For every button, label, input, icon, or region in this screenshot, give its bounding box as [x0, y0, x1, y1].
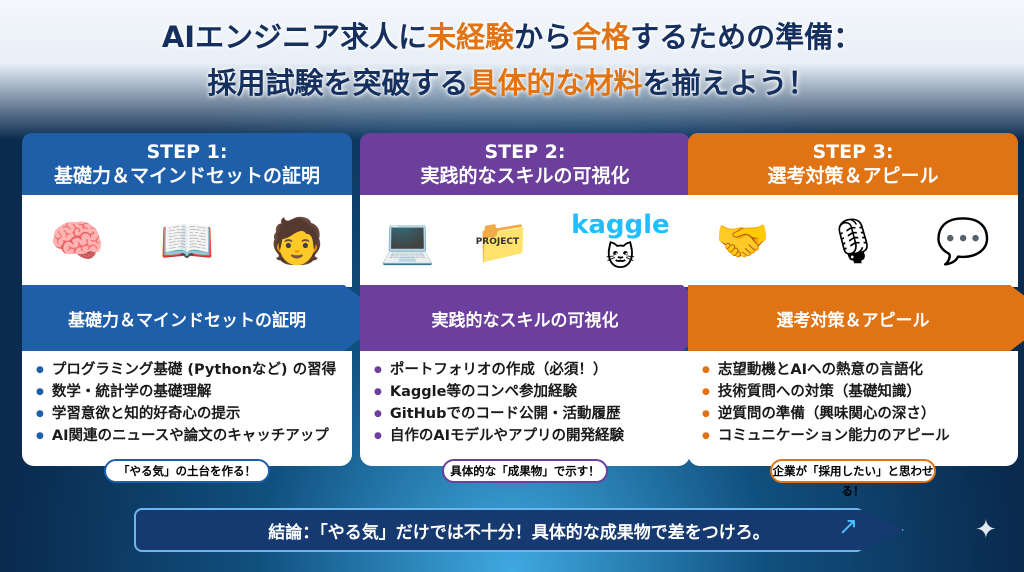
book-icon: 📖 — [159, 216, 215, 267]
step-3-icons: 🤝 🎙 💬 — [688, 195, 1018, 287]
header-background — [0, 0, 1024, 140]
list-item: 数学・統計学の基礎理解 — [36, 381, 352, 403]
step-1-banner: 基礎力＆マインドセットの証明 — [22, 285, 388, 351]
list-item: 学習意欲と知的好奇心の提示 — [36, 403, 352, 425]
trend-arrow-icon: ↗ — [838, 512, 859, 540]
interview-handshake-icon: 🤝 — [715, 216, 771, 267]
laptop-chart-icon: 💻 — [380, 216, 436, 267]
list-item: 志望動機とAIへの熱意の言語化 — [702, 359, 1018, 381]
step-3-list: 志望動機とAIへの熱意の言語化 技術質問への対策（基礎知識） 逆質問の準備（興味… — [688, 351, 1018, 466]
sparkle-icon: ✦ — [975, 515, 997, 545]
list-item: AI関連のニュースや論文のキャッチアップ — [36, 425, 352, 447]
step-3-card: STEP 3:選考対策＆アピール 🤝 🎙 💬 選考対策＆アピール 志望動機とAIへの… — [688, 133, 1024, 498]
list-item: 逆質問の準備（興味関心の深さ） — [702, 403, 1018, 425]
step-1-tagline: 「やる気」の土台を作る！ — [104, 459, 270, 483]
microphone-icon: 🎙 — [825, 216, 881, 267]
question-bubble-icon: 💬 — [935, 216, 991, 267]
step-3-header: STEP 3:選考対策＆アピール — [688, 133, 1018, 195]
list-item: Kaggle等のコンペ参加経験 — [374, 381, 690, 403]
step-2-tagline: 具体的な「成果物」で示す！ — [442, 459, 608, 483]
step-2-card: STEP 2:実践的なスキルの可視化 💻 📁PROJECT kaggle🐱 実践的な… — [360, 133, 726, 483]
step-2-list: ポートフォリオの作成（必須！） Kaggle等のコンペ参加経験 GitHubでの… — [360, 351, 690, 466]
brain-gear-icon: 🧠 — [49, 216, 105, 267]
title-line-2: 採用試験を突破する具体的な材料を揃えよう！ — [207, 66, 817, 100]
conclusion-banner: 結論：「やる気」だけでは不十分！具体的な成果物で差をつけろ。 — [134, 508, 904, 552]
step-2-icons: 💻 📁PROJECT kaggle🐱 — [360, 195, 690, 287]
title-line-1: AIエンジニア求人に未経験から合格するための準備： — [161, 20, 863, 54]
list-item: ポートフォリオの作成（必須！） — [374, 359, 690, 381]
github-icon: 🐱 — [605, 239, 635, 273]
step-3-tagline: 企業が「採用したい」と思わせる！ — [770, 459, 936, 498]
step-1-icons: 🧠 📖 🧑 — [22, 195, 352, 287]
list-item: 技術質問への対策（基礎知識） — [702, 381, 1018, 403]
step-1-list: プログラミング基礎 (Pythonなど) の習得 数学・統計学の基礎理解 学習意… — [22, 351, 352, 466]
step-2-header: STEP 2:実践的なスキルの可視化 — [360, 133, 690, 195]
step-1-header: STEP 1:基礎力＆マインドセットの証明 — [22, 133, 352, 195]
project-folder-icon: 📁PROJECT — [475, 216, 531, 267]
list-item: プログラミング基礎 (Pythonなど) の習得 — [36, 359, 352, 381]
step-3-banner: 選考対策＆アピール — [688, 285, 1024, 351]
step-1-card: STEP 1:基礎力＆マインドセットの証明 🧠 📖 🧑 基礎力＆マインドセットの証明… — [22, 133, 388, 483]
list-item: 自作のAIモデルやアプリの開発経験 — [374, 425, 690, 447]
list-item: コミュニケーション能力のアピール — [702, 425, 1018, 447]
thinking-person-icon: 🧑 — [269, 216, 325, 267]
list-item: GitHubでのコード公開・活動履歴 — [374, 403, 690, 425]
kaggle-logo: kaggle — [571, 209, 670, 240]
step-2-banner: 実践的なスキルの可視化 — [360, 285, 726, 351]
